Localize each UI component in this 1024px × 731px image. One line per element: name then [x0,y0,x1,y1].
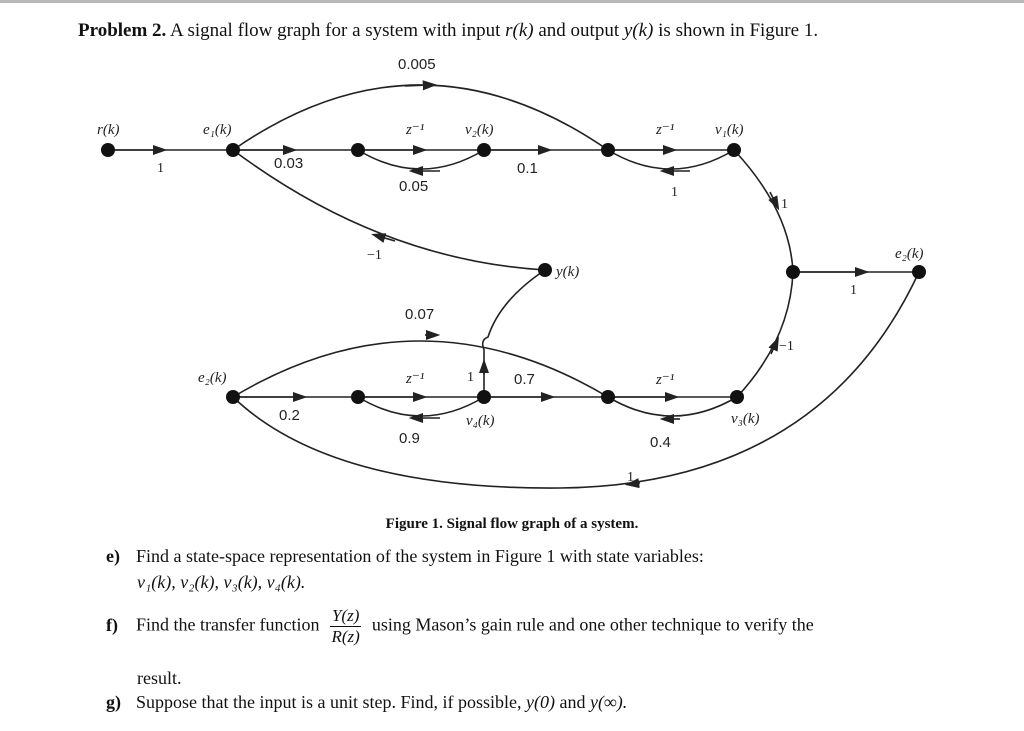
node-v3 [730,390,744,404]
question-e: e)Find a state-space representation of t… [106,546,704,566]
node-c [786,265,800,279]
node-v4 [477,390,491,404]
node-e2-left [226,390,240,404]
svg-text:1: 1 [627,470,634,485]
svg-text:0.03: 0.03 [274,155,303,172]
label-e2-left: e₂(k) [198,370,227,386]
svg-text:1: 1 [157,161,164,176]
problem-statement: Problem 2. A signal flow graph for a sys… [78,20,819,41]
svg-text:0.05: 0.05 [399,178,428,195]
svg-text:−1: −1 [367,248,382,263]
question-e-state-vars: v₁(k), v₂(k), v₃(k), v₄(k). [137,572,306,592]
svg-text:z⁻¹: z⁻¹ [655,122,675,138]
svg-text:z⁻¹: z⁻¹ [405,122,425,138]
node-r [101,143,115,157]
svg-text:0.07: 0.07 [405,306,434,323]
svg-text:0.1: 0.1 [517,160,538,177]
problem-number: Problem 2. [78,20,167,41]
svg-text:z⁻¹: z⁻¹ [405,371,425,387]
svg-text:1: 1 [850,283,857,298]
output-symbol: y(k) [623,20,654,41]
svg-text:0.9: 0.9 [399,430,420,447]
svg-text:0.2: 0.2 [279,407,300,424]
label-y: y(k) [554,264,579,280]
svg-text:z⁻¹: z⁻¹ [655,372,675,388]
node-v1 [727,143,741,157]
question-g: g)Suppose that the input is a unit step.… [106,692,628,712]
signal-flow-graph: r(k) e₁(k) v₂(k) v₁(k) y(k) e₂(k) e₂(k) … [97,56,926,489]
label-v3: v₃(k) [731,411,760,427]
label-v1: v₁(k) [715,122,744,138]
label-r: r(k) [97,122,120,138]
question-f-cont: result. [137,668,182,688]
figure-caption: Figure 1. Signal flow graph of a system. [385,516,639,532]
svg-text:1: 1 [467,370,474,385]
node-e2-right [912,265,926,279]
node-b [601,143,615,157]
node-e1 [226,143,240,157]
node-v2 [477,143,491,157]
input-symbol: r(k) [505,20,534,41]
node-d [351,390,365,404]
node-f [601,390,615,404]
svg-text:0.4: 0.4 [650,434,671,451]
label-v4: v₄(k) [466,413,495,429]
question-f: f)Find the transfer function Y(z) R(z) u… [106,606,814,646]
label-v2: v₂(k) [465,122,494,138]
label-e1: e₁(k) [203,122,232,138]
svg-text:1: 1 [671,185,678,200]
svg-text:0.005: 0.005 [398,56,436,73]
svg-text:0.7: 0.7 [514,371,535,388]
transfer-function-fraction: Y(z) R(z) [329,606,362,646]
svg-text:−1: −1 [779,339,794,354]
page-top-border [0,0,1024,3]
label-e2-right: e₂(k) [895,246,924,262]
node-y [538,263,552,277]
svg-text:1: 1 [781,197,788,212]
node-a [351,143,365,157]
